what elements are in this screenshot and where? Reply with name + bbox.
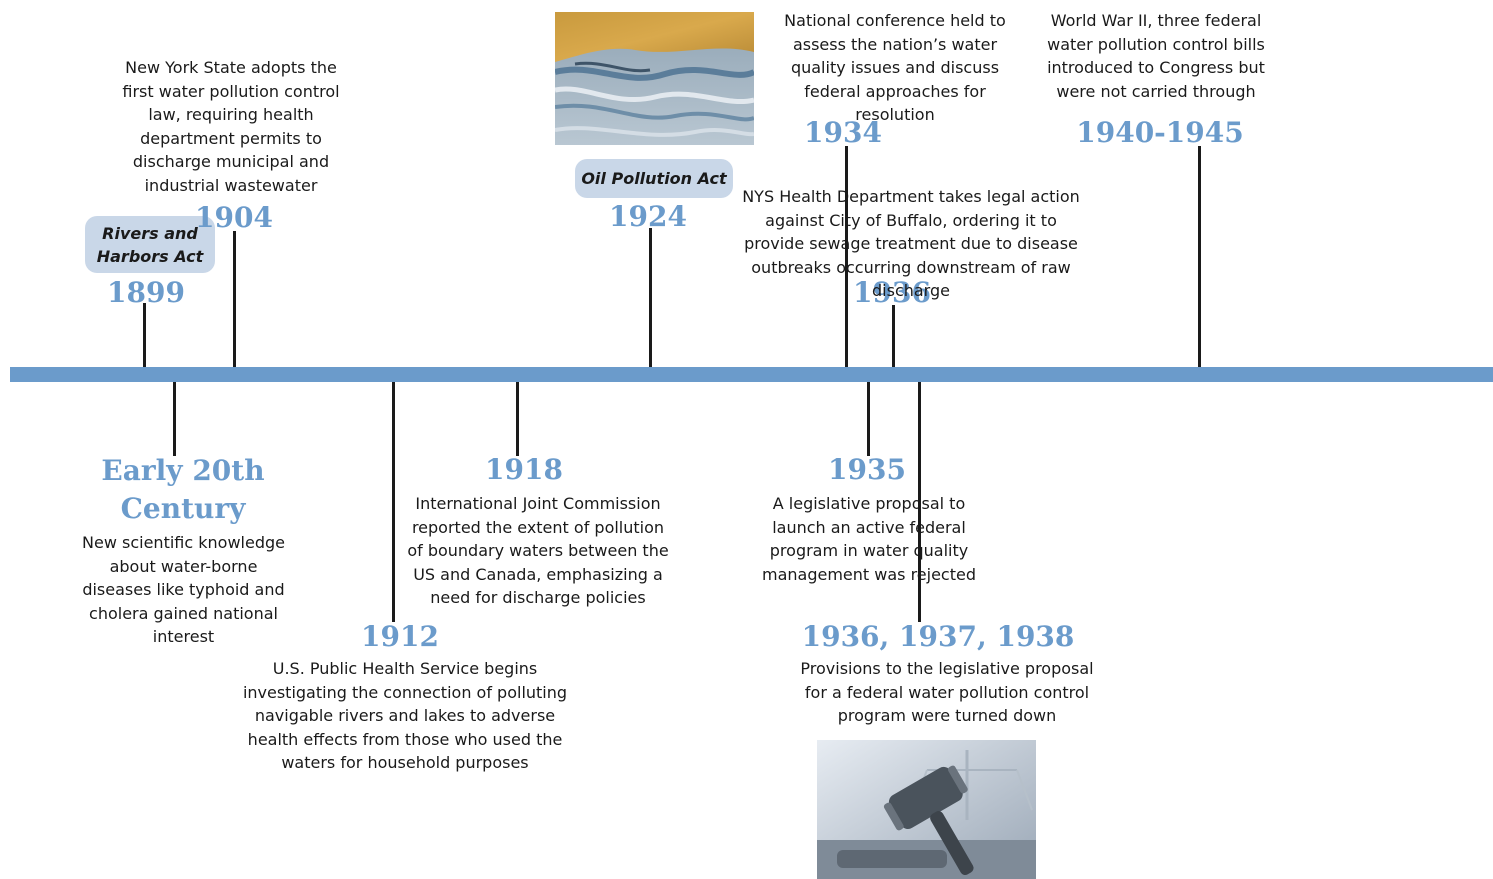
desc-early-20th-century: New scientific knowledge about water-bor… xyxy=(82,533,285,646)
year-1936-1937-1938: 1936, 1937, 1938 xyxy=(801,620,1075,653)
stem-1940-1945 xyxy=(1198,146,1201,367)
year-early-20th-century: Early 20th Century xyxy=(101,454,265,525)
stem-1918 xyxy=(516,382,519,456)
year-1940-1945: 1940-1945 xyxy=(1076,116,1244,149)
timeline-axis xyxy=(10,367,1493,382)
desc-1940-1945: World War II, three federal water pollut… xyxy=(1047,11,1265,101)
stem-1924 xyxy=(649,228,652,367)
year-1924: 1924 xyxy=(609,200,687,233)
desc-1912: U.S. Public Health Service begins invest… xyxy=(242,659,568,772)
desc-1935: A legislative proposal to launch an acti… xyxy=(761,494,976,584)
desc-1918: International Joint Commission reported … xyxy=(407,494,669,607)
badge-rivers-and-harbors-act: Rivers and Harbors Act xyxy=(85,216,215,273)
year-1936: 1936 xyxy=(853,276,931,309)
stem-early-20th xyxy=(173,382,176,456)
stem-1935 xyxy=(867,382,870,456)
year-1912: 1912 xyxy=(361,620,439,653)
desc-1934: National conference held to assess the n… xyxy=(784,11,1006,124)
badge-oil-pollution-act: Oil Pollution Act xyxy=(575,159,733,198)
year-1935: 1935 xyxy=(828,453,906,486)
stem-1899 xyxy=(143,303,146,367)
year-1934: 1934 xyxy=(804,116,882,149)
desc-1936-1937-1938: Provisions to the legislative proposal f… xyxy=(800,659,1094,725)
desc-1936: NYS Health Department takes legal action… xyxy=(742,187,1080,300)
stem-1936 xyxy=(892,305,895,367)
oil-spill-image xyxy=(555,12,754,145)
stem-1936-1938 xyxy=(918,382,921,622)
year-1904: 1904 xyxy=(195,201,273,234)
gavel-image xyxy=(817,740,1036,879)
stem-1904 xyxy=(233,231,236,367)
year-1899: 1899 xyxy=(107,276,185,309)
stem-1934 xyxy=(845,146,848,367)
desc-1904: New York State adopts the first water po… xyxy=(122,58,340,195)
stem-1912 xyxy=(392,382,395,622)
year-1918: 1918 xyxy=(485,453,563,486)
